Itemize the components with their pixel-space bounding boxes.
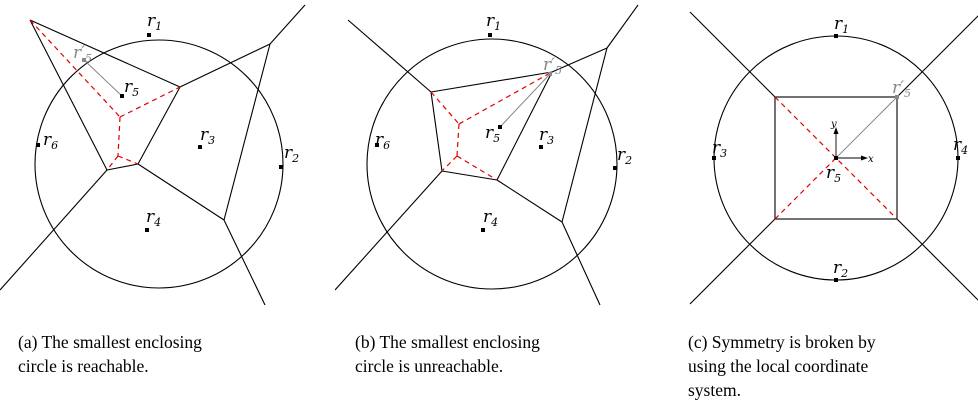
label-r2: r2	[284, 143, 299, 165]
label-r6: r6	[43, 130, 58, 152]
robot-r5-point	[498, 125, 502, 129]
dashed-cell-boundary	[430, 71, 553, 181]
robot-r5-point	[120, 94, 124, 98]
label-r4: r4	[953, 135, 968, 157]
robot-r2-point	[279, 165, 283, 169]
voronoi-edges	[335, 4, 639, 306]
dashed-cell-boundary	[774, 96, 898, 220]
robot-r2-point	[613, 166, 617, 170]
caption-line: system.	[688, 380, 741, 400]
label-r5: r5	[826, 163, 841, 185]
label-r4: r4	[483, 207, 498, 229]
panel-b-diagram: r1 r2 r3 r4 r5 r′5 r6	[335, 4, 639, 306]
caption-line: circle is reachable.	[18, 356, 149, 376]
label-r4: r4	[146, 207, 161, 229]
label-r3: r3	[200, 125, 215, 147]
robot-r6-point	[375, 143, 379, 147]
panel-a: r1 r2 r3 r4 r5 r′5 r6 (a) The smallest e…	[0, 0, 320, 376]
label-r1: r1	[834, 14, 849, 36]
robot-r1-point	[147, 33, 151, 37]
label-r5: r5	[485, 123, 500, 145]
dashed-cell-boundary	[29, 19, 181, 171]
label-r3: r3	[539, 125, 554, 147]
robot-r2-point	[834, 278, 838, 282]
caption-b: (b) The smallest enclosing circle is unr…	[355, 330, 540, 378]
robot-r4-point	[956, 156, 960, 160]
label-r2: r2	[617, 145, 632, 167]
panel-a-diagram: r1 r2 r3 r4 r5 r′5 r6	[0, 4, 306, 306]
robot-r1-point	[488, 33, 492, 37]
label-r1: r1	[147, 11, 162, 33]
label-r5: r5	[124, 77, 139, 99]
label-r5-prime: r′5	[892, 78, 911, 100]
robot-r5-prime-point	[895, 95, 899, 99]
label-r1: r1	[486, 11, 501, 33]
robot-r4-point	[481, 228, 485, 232]
move-vector	[835, 96, 898, 159]
robot-r4-point	[145, 228, 149, 232]
move-vector	[83, 59, 123, 97]
caption-line: (c) Symmetry is broken by	[688, 332, 876, 352]
label-r5-prime: r′5	[543, 55, 562, 77]
caption-line: (a) The smallest enclosing	[18, 332, 202, 352]
local-coordinate-axes	[833, 127, 868, 161]
enclosing-circle	[34, 39, 284, 289]
axis-y-label: y	[830, 119, 837, 130]
label-r5-prime: r′5	[73, 43, 92, 65]
panel-c: r1 r2 r3 r4 r5 r′5 x y (c) Symmetry is b…	[680, 0, 978, 400]
robot-r5-prime-point	[82, 58, 86, 62]
caption-line: (b) The smallest enclosing	[355, 332, 540, 352]
label-r2: r2	[833, 258, 848, 280]
robot-r1-point	[834, 34, 838, 38]
axis-x-label: x	[868, 154, 874, 165]
label-r6: r6	[375, 130, 390, 152]
robot-r3-point	[712, 156, 716, 160]
robot-r5-point	[834, 156, 838, 160]
caption-c: (c) Symmetry is broken by using the loca…	[688, 330, 950, 402]
caption-line: circle is unreachable.	[355, 356, 504, 376]
robot-r6-point	[36, 143, 40, 147]
robot-r5-prime-point	[548, 72, 552, 76]
enclosing-circle	[366, 38, 618, 290]
label-r3: r3	[712, 138, 727, 160]
caption-a: (a) The smallest enclosing circle is rea…	[18, 330, 202, 378]
panel-c-diagram: r1 r2 r3 r4 r5 r′5 x y	[689, 11, 978, 305]
panel-b: r1 r2 r3 r4 r5 r′5 r6 (b) The smallest e…	[335, 0, 655, 376]
robot-r3-point	[539, 145, 543, 149]
caption-line: using the local coordinate	[688, 356, 869, 376]
voronoi-edges	[689, 11, 978, 305]
move-vector	[499, 73, 551, 128]
robot-r3-point	[198, 145, 202, 149]
voronoi-edges	[0, 4, 306, 306]
